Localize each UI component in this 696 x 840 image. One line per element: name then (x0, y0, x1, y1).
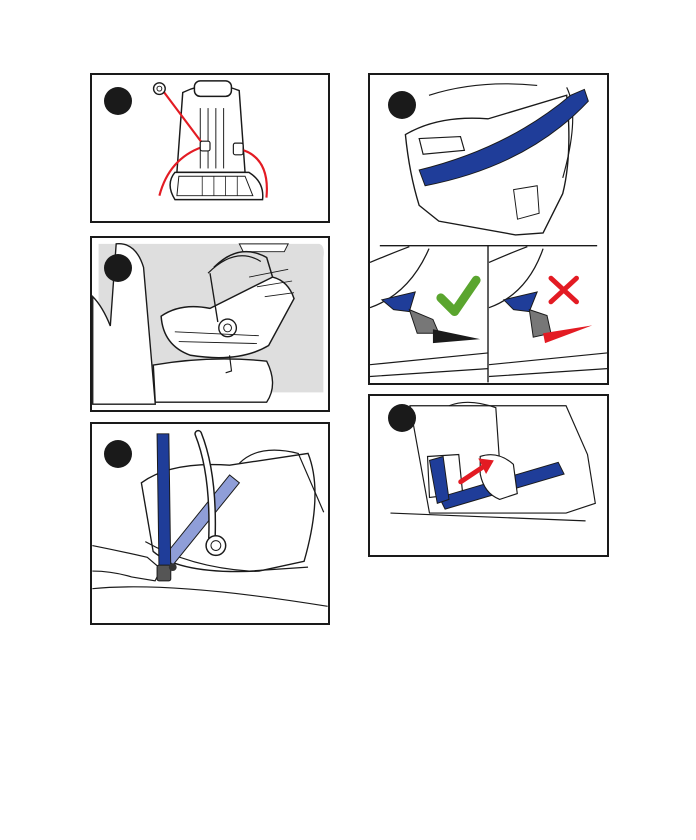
step-5-panel (368, 394, 609, 557)
green-check-icon (441, 280, 476, 311)
step-1-badge-icon (104, 87, 132, 115)
step-2-badge-icon (104, 254, 132, 282)
step-1-panel (90, 73, 330, 223)
step-4-badge-icon (388, 91, 416, 119)
step-2-panel (90, 236, 330, 412)
red-cross-icon (551, 278, 577, 302)
step-5-badge-icon (388, 404, 416, 432)
step-3-panel (90, 422, 330, 625)
belt-over-base-icon (370, 75, 607, 383)
step-4-panel (368, 73, 609, 385)
step-3-badge-icon (104, 440, 132, 468)
